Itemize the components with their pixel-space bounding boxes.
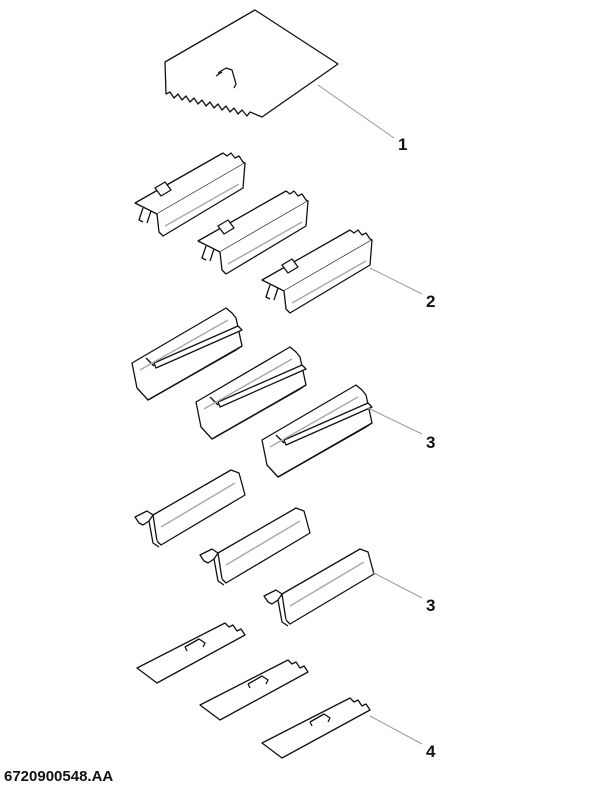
reference-code: 6720900548.AA xyxy=(4,768,114,785)
fin-part xyxy=(134,469,246,548)
top-plate-part xyxy=(164,9,339,118)
leader-line xyxy=(369,267,423,295)
flat-plate-part xyxy=(261,697,371,759)
flat-plate-part xyxy=(136,622,246,684)
callout-label: 3 xyxy=(426,433,435,452)
flat-plate-part-group xyxy=(136,622,371,759)
fin-part xyxy=(199,507,311,586)
callout-label: 1 xyxy=(398,135,407,154)
fin-part-group xyxy=(134,469,375,627)
leader-line xyxy=(371,571,423,599)
callout-label: 2 xyxy=(426,292,435,311)
callout-label: 4 xyxy=(426,742,436,761)
flat-plate-part xyxy=(199,659,309,721)
trough-part-group xyxy=(131,307,373,478)
leader-line xyxy=(317,84,395,139)
callout-label: 3 xyxy=(426,596,435,615)
fin-part xyxy=(263,548,375,627)
leader-line xyxy=(367,407,423,435)
baffle-part-group xyxy=(134,152,373,314)
leader-line xyxy=(369,715,423,745)
